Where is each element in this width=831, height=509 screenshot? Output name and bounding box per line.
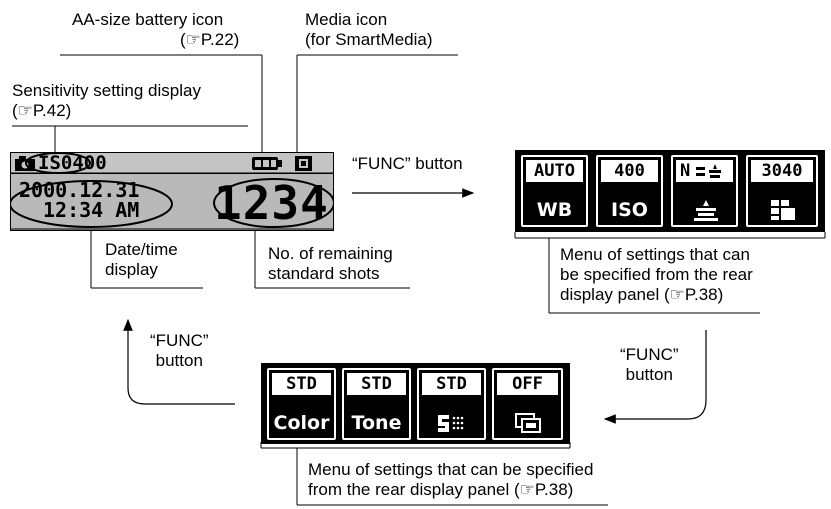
compression-icon: [694, 200, 718, 221]
tone-value: STD: [347, 373, 406, 395]
overlay-value: OFF: [497, 373, 558, 395]
color-label: Color: [273, 412, 330, 434]
color-cell: STD Color: [267, 368, 336, 440]
media-icon-label: Media icon (for SmartMedia): [305, 10, 433, 49]
menu1-caption: Menu of settings that can be specified f…: [560, 245, 753, 304]
wb-cell: AUTO WB: [521, 155, 588, 227]
func-button-label-left: “FUNC” button: [150, 331, 209, 370]
overlay-icon-bottom: [494, 411, 561, 435]
datetime-label: Date/time display: [105, 240, 178, 279]
color-value: STD: [272, 373, 331, 395]
overlay-frames-icon: [515, 413, 541, 433]
sharpness-cell: STD: [417, 368, 486, 440]
highlight-ovals: [11, 153, 333, 230]
menu2-caption: Menu of settings that can be specified f…: [308, 460, 594, 499]
sharpness-icon-bottom: [419, 411, 484, 435]
iso-label: ISO: [611, 199, 648, 221]
quality-stars-icon: [696, 164, 721, 178]
wb-value: AUTO: [526, 160, 583, 182]
resolution-grid-icon: [771, 200, 795, 220]
tone-cell: STD Tone: [342, 368, 411, 440]
quality-icon-bottom: [673, 198, 736, 222]
sensitivity-label: Sensitivity setting display (☞P.42): [12, 81, 201, 120]
resolution-cell: 3040: [746, 155, 818, 227]
tone-label: Tone: [351, 412, 402, 434]
battery-icon-label: AA-size battery icon (☞P.22): [72, 10, 240, 49]
func-button-label-right: “FUNC” button: [352, 154, 463, 173]
battery-icon: [252, 157, 282, 170]
quality-cell: N: [671, 155, 738, 227]
iso-display: IS0400: [38, 152, 107, 174]
menu-panel-1: AUTO WB 400 ISO N 3040: [515, 150, 825, 232]
iso-value: 400: [601, 160, 658, 182]
sharpness-value: STD: [422, 373, 481, 395]
func-button-label-lower-right: “FUNC” button: [620, 345, 679, 384]
date-display: 2000.12.31: [19, 178, 140, 202]
time-display: 12:34 AM: [43, 198, 140, 222]
remaining-shots-label: No. of remaining standard shots: [268, 244, 393, 283]
wb-label: WB: [536, 199, 573, 221]
overlay-cell: OFF: [492, 368, 563, 440]
quality-value: N: [676, 160, 733, 182]
smartmedia-icon: [295, 156, 312, 171]
iso-cell: 400 ISO: [596, 155, 663, 227]
resolution-value: 3040: [751, 160, 813, 182]
resolution-icon-bottom: [748, 198, 816, 222]
remaining-shots-display: 1234: [214, 176, 329, 230]
menu-panel-2: STD Color STD Tone STD OFF: [261, 363, 570, 444]
sharpness-icon: [438, 415, 464, 432]
lcd-panel: IS0400 2000.12.31 12:34 AM 1234: [10, 152, 334, 231]
